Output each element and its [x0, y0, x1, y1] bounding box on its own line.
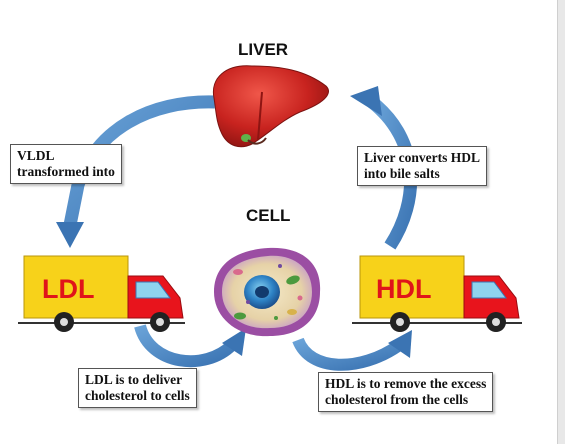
hdl-truck-label: HDL: [376, 274, 432, 304]
ldl-deliver-note-line-2: cholesterol to cells: [85, 388, 190, 403]
ldl-truck-label: LDL: [42, 274, 94, 304]
vldl-note-line-2: transformed into: [17, 164, 115, 179]
hdl-truck-icon: HDL: [352, 255, 522, 332]
vldl-note-line-1: VLDL: [17, 148, 55, 163]
liver-icon: [212, 65, 329, 148]
arrow-cell-to-hdl: [292, 330, 412, 371]
liver-converts-note-line-1: Liver converts HDL: [364, 150, 480, 165]
liver-converts-note-line-2: into bile salts: [364, 166, 440, 181]
hdl-remove-note-line-2: cholesterol from the cells: [325, 392, 469, 407]
cell-icon: [214, 247, 321, 337]
hdl-remove-note: HDL is to remove the excess cholesterol …: [318, 372, 494, 412]
liver-heading: LIVER: [238, 40, 289, 59]
ldl-truck-icon: LDL: [18, 255, 185, 332]
arrow-ldl-to-cell: [134, 324, 246, 368]
hdl-remove-note-line-1: HDL is to remove the excess: [325, 376, 487, 391]
liver-converts-note: Liver converts HDL into bile salts: [357, 146, 487, 186]
vldl-note: VLDL transformed into: [10, 144, 122, 184]
ldl-deliver-note-line-1: LDL is to deliver: [85, 372, 183, 387]
ldl-deliver-note: LDL is to deliver cholesterol to cells: [78, 368, 197, 408]
cell-heading: CELL: [246, 206, 291, 225]
vertical-scrollbar[interactable]: [557, 0, 565, 444]
